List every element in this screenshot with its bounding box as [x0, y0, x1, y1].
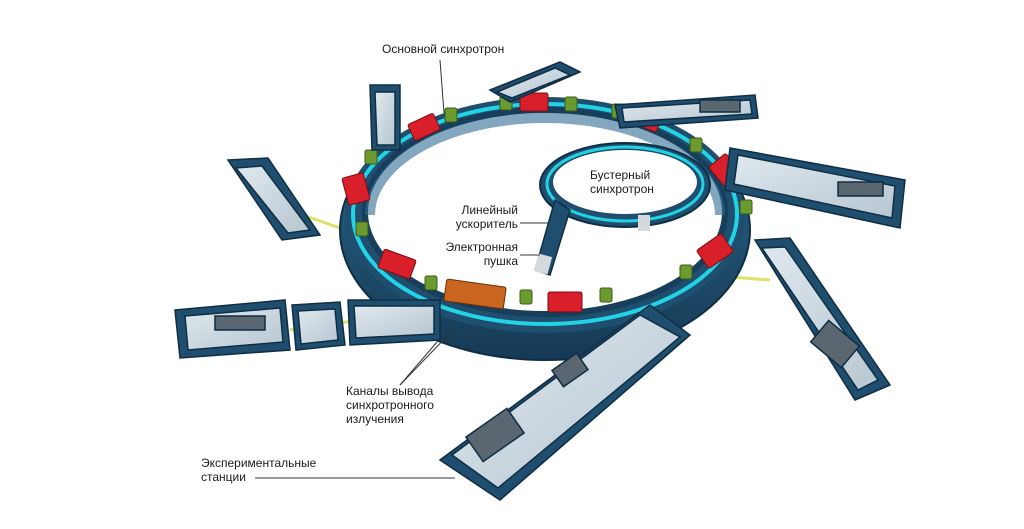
label-linac-line1: Линейный [461, 203, 518, 217]
label-gun-line2: пушка [483, 254, 518, 268]
label-booster-line2: синхротрон [590, 182, 654, 196]
label-electron-gun: Электронная пушка [430, 240, 518, 268]
station-left [174, 299, 441, 359]
leader-lines [255, 59, 548, 479]
bending-magnets [341, 92, 744, 313]
label-experimental-stations: Экспериментальные станции [201, 456, 316, 484]
label-booster-line1: Бустерный [590, 168, 651, 182]
label-radiation-channels: Каналы вывода синхротронного излучения [346, 384, 434, 426]
label-booster-synchrotron: Бустерный синхротрон [590, 168, 654, 196]
station-top [488, 61, 582, 103]
station-right [724, 147, 906, 229]
label-channels-line1: Каналы вывода [346, 384, 434, 398]
station-bottom [438, 304, 692, 501]
label-gun-line1: Электронная [445, 240, 518, 254]
label-channels-line2: синхротронного [346, 398, 434, 412]
label-linac-line2: ускоритель [455, 217, 518, 231]
experimental-stations [174, 61, 906, 501]
insertion-device [443, 278, 507, 310]
label-channels-line3: излучения [346, 412, 404, 426]
booster-synchrotron [533, 142, 711, 276]
station-top-left [369, 84, 401, 151]
station-lower-right [753, 237, 892, 401]
station-upper-left [226, 157, 322, 241]
label-linear-accelerator: Линейный ускоритель [440, 203, 518, 231]
label-stations-line2: станции [201, 470, 246, 484]
label-main-synchrotron: Основной синхротрон [382, 42, 505, 56]
label-stations-line1: Экспериментальные [201, 456, 317, 470]
station-top-right [614, 94, 759, 129]
